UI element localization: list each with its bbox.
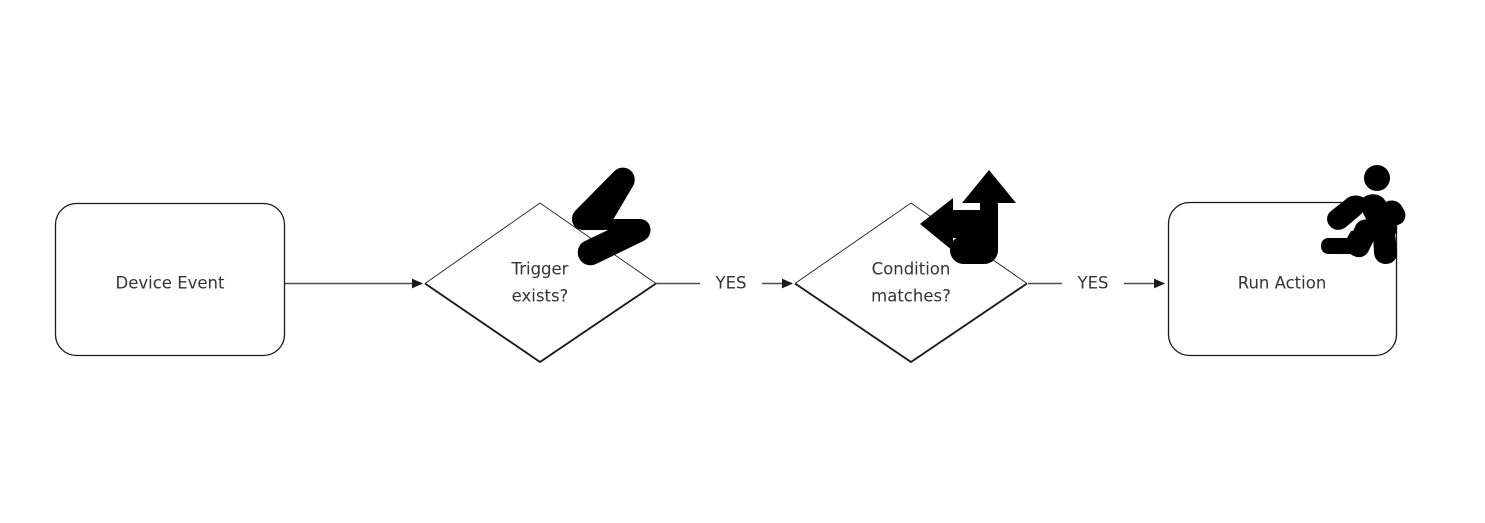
arrowhead: [782, 278, 793, 289]
device-event-shape[interactable]: [54, 202, 286, 357]
lightning-bolt-icon: [572, 167, 651, 266]
arrowhead: [412, 278, 423, 289]
branch-up-arrowhead: [962, 170, 1016, 203]
run-action-label: Run Action: [1238, 274, 1327, 293]
condition-diamond-bottom-edges[interactable]: [794, 282, 1028, 364]
runner-trailing-foot: [1321, 230, 1362, 254]
runner-back-arm: [1327, 195, 1366, 230]
condition-label-line-1: Condition: [872, 260, 951, 279]
node-run-action[interactable]: Run Action: [1167, 201, 1398, 357]
edge-label-yes-1: YES: [715, 274, 747, 293]
arrowhead: [1154, 278, 1165, 289]
connector-device-event-to-trigger: [285, 278, 423, 289]
node-trigger-exists[interactable]: Trigger exists?: [424, 202, 657, 364]
node-condition-matches[interactable]: Condition matches?: [794, 202, 1028, 364]
node-device-event[interactable]: Device Event: [54, 202, 286, 357]
connector-condition-to-run-action: YES: [1028, 274, 1165, 293]
trigger-label-line-2: exists?: [512, 287, 569, 306]
trigger-diamond-bottom-edges[interactable]: [424, 282, 657, 364]
trigger-diamond-top-edges[interactable]: [424, 202, 657, 284]
device-event-label: Device Event: [116, 274, 225, 293]
runner-head: [1364, 165, 1390, 191]
trigger-label-line-1: Trigger: [511, 260, 569, 279]
condition-label-line-2: matches?: [871, 287, 951, 306]
branch-arrow-icon: [920, 170, 1016, 264]
run-action-shape[interactable]: [1167, 201, 1398, 357]
edge-label-yes-2: YES: [1077, 274, 1109, 293]
lightning-bolt-glyph: [572, 167, 651, 266]
connector-trigger-to-condition: YES: [656, 274, 793, 293]
runner-front-leg: [1373, 224, 1398, 264]
runner-front-arm: [1380, 200, 1406, 226]
running-person-icon: [1321, 165, 1406, 264]
branch-left-arrowhead: [920, 198, 953, 251]
